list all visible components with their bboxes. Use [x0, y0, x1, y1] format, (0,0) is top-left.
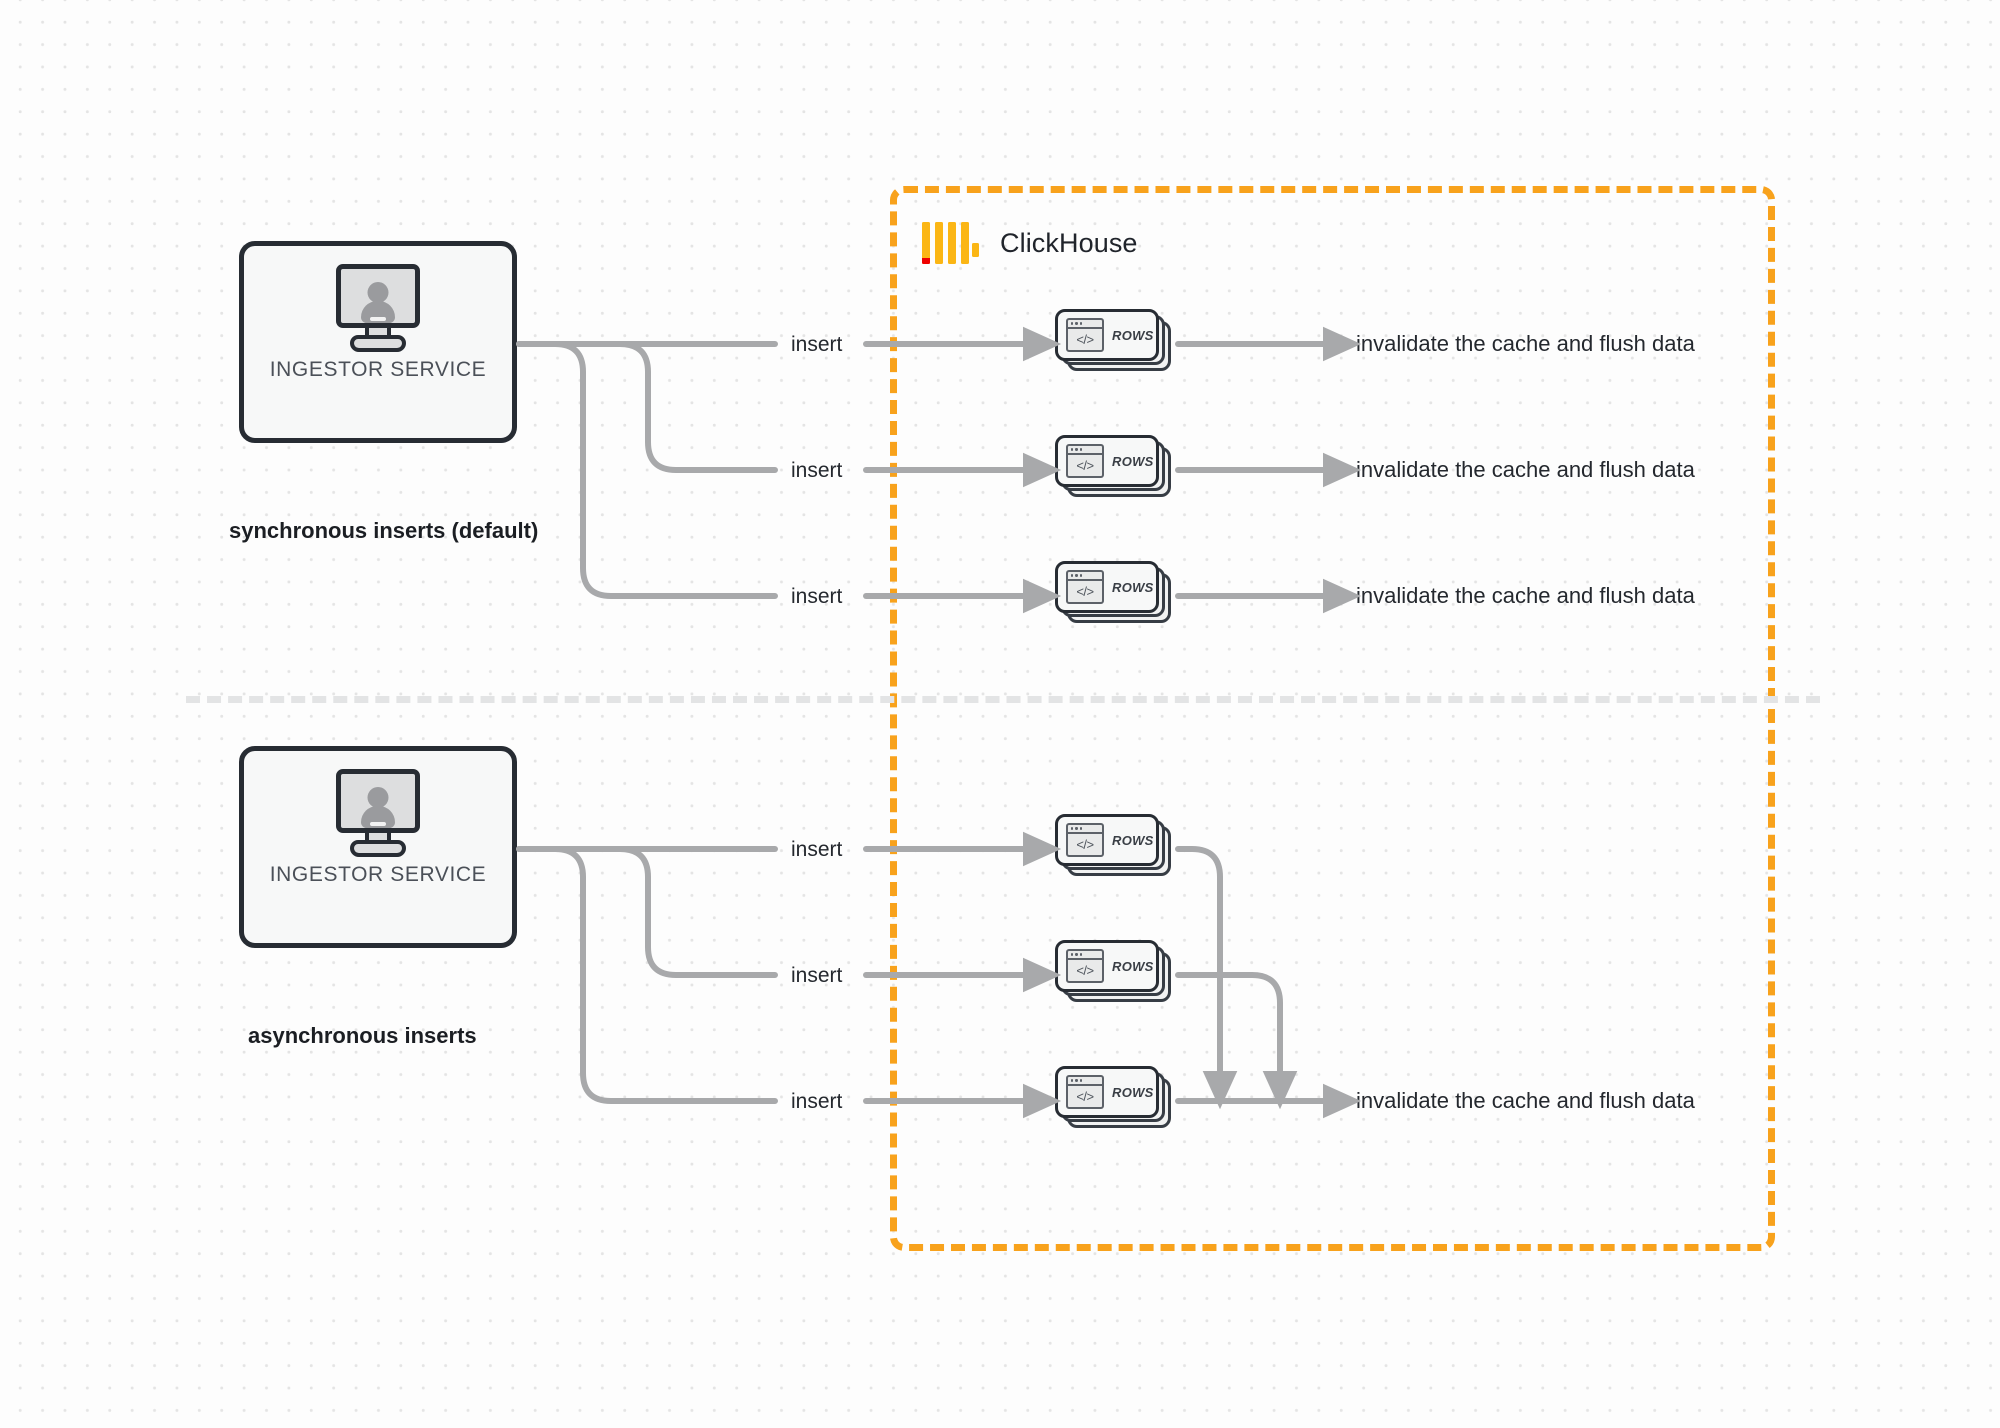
rows-card-async-2[interactable]: </> ROWS [1055, 940, 1173, 1004]
clickhouse-boundary [890, 186, 1775, 1251]
rows-card-sync-2[interactable]: </> ROWS [1055, 435, 1173, 499]
code-window-icon: </> [1066, 570, 1104, 604]
rows-card-async-3[interactable]: </> ROWS [1055, 1066, 1173, 1130]
ingestor-service-label-sync: INGESTOR SERVICE [269, 358, 487, 381]
flush-label-sync-3: invalidate the cache and flush data [1356, 583, 1695, 608]
ingestor-service-async[interactable]: INGESTOR SERVICE [239, 746, 517, 948]
insert-label-async-1: insert [791, 838, 843, 861]
clickhouse-logo: ClickHouse [922, 222, 1138, 264]
code-window-icon: </> [1066, 949, 1104, 983]
monitor-user-icon [330, 769, 426, 857]
insert-label-async-3: insert [791, 1090, 843, 1113]
rows-card-label: ROWS [1112, 832, 1154, 848]
section-divider [186, 696, 1820, 703]
rows-card-label: ROWS [1112, 958, 1154, 974]
monitor-user-icon [330, 264, 426, 352]
flush-label-sync-2: invalidate the cache and flush data [1356, 457, 1695, 482]
flush-label-async: invalidate the cache and flush data [1356, 1088, 1695, 1113]
code-glyph: </> [1076, 1089, 1094, 1104]
group-label-sync: synchronous inserts (default) [229, 518, 539, 543]
code-glyph: </> [1076, 584, 1094, 599]
rows-card-label: ROWS [1112, 453, 1154, 469]
clickhouse-title: ClickHouse [1000, 227, 1138, 258]
insert-label-sync-2: insert [791, 459, 843, 482]
rows-card-label: ROWS [1112, 1084, 1154, 1100]
clickhouse-bars-icon [922, 222, 979, 264]
code-glyph: </> [1076, 963, 1094, 978]
code-glyph: </> [1076, 837, 1094, 852]
code-window-icon: </> [1066, 823, 1104, 857]
ingestor-service-label-async: INGESTOR SERVICE [269, 863, 487, 886]
group-label-async: asynchronous inserts [248, 1023, 477, 1048]
rows-card-label: ROWS [1112, 579, 1154, 595]
code-window-icon: </> [1066, 318, 1104, 352]
rows-card-sync-1[interactable]: </> ROWS [1055, 309, 1173, 373]
rows-card-label: ROWS [1112, 327, 1154, 343]
wire-sync-branch-2 [516, 341, 778, 473]
code-glyph: </> [1076, 458, 1094, 473]
insert-label-sync-3: insert [791, 585, 843, 608]
code-glyph: </> [1076, 332, 1094, 347]
wire-async-branch-2 [516, 846, 778, 978]
wire-sync-branch-3 [516, 341, 778, 599]
insert-label-async-2: insert [791, 964, 843, 987]
code-window-icon: </> [1066, 1075, 1104, 1109]
rows-card-async-1[interactable]: </> ROWS [1055, 814, 1173, 878]
ingestor-service-sync[interactable]: INGESTOR SERVICE [239, 241, 517, 443]
rows-card-sync-3[interactable]: </> ROWS [1055, 561, 1173, 625]
flush-label-sync-1: invalidate the cache and flush data [1356, 331, 1695, 356]
code-window-icon: </> [1066, 444, 1104, 478]
wire-async-branch-3 [516, 846, 778, 1104]
insert-label-sync-1: insert [791, 333, 843, 356]
